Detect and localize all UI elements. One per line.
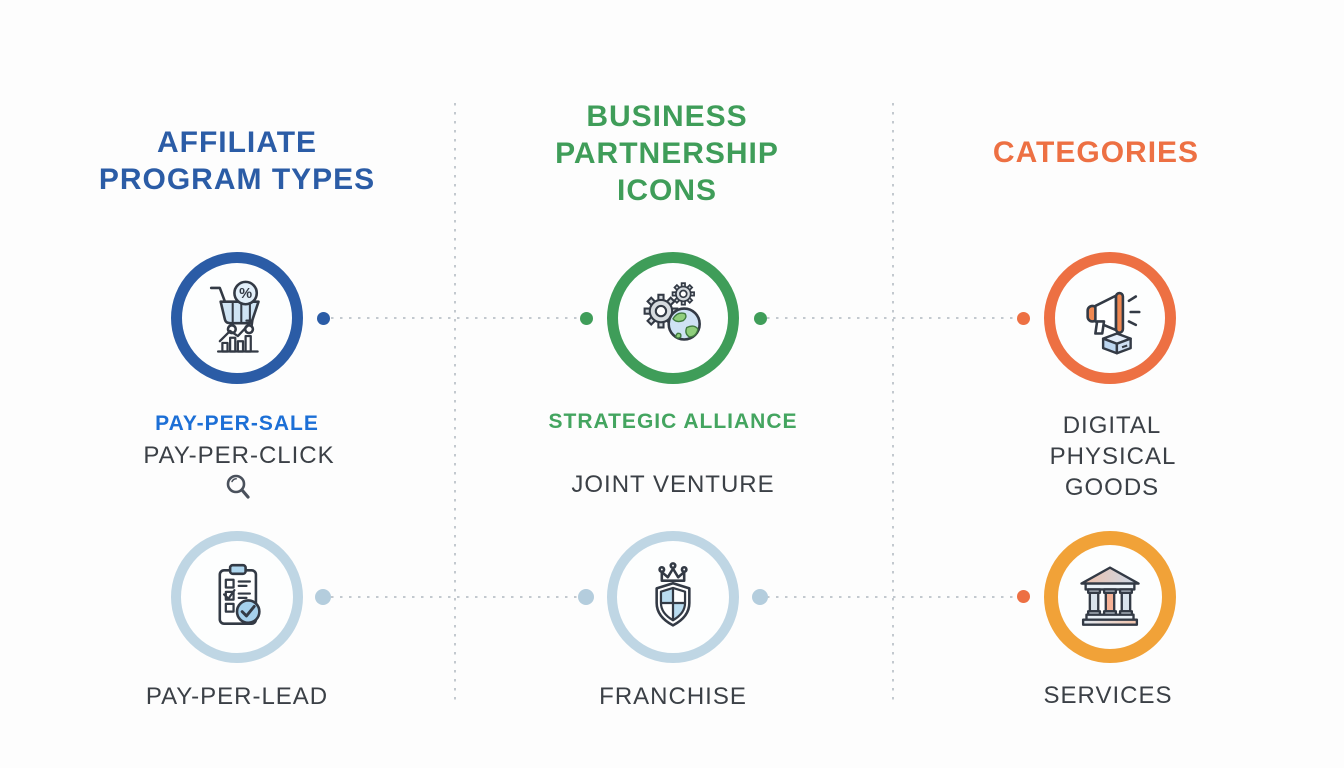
label-goods: GOODS <box>1064 474 1160 501</box>
header-business-partnership-icons: BUSINESS PARTNERSHIP ICONS <box>555 98 779 209</box>
header-line: ICONS <box>616 174 717 207</box>
label-strategic-alliance: STRATEGIC ALLIANCE <box>548 410 798 433</box>
icon-circle-franchise <box>607 531 739 663</box>
label-franchise: FRANCHISE <box>599 683 747 710</box>
connector-line <box>767 596 1017 598</box>
shopping-cart-percent-chart-icon: % <box>209 280 260 353</box>
bank-building-icon <box>1080 566 1140 626</box>
megaphone-box-icon <box>1086 291 1141 355</box>
header-line: PARTNERSHIP <box>555 137 779 170</box>
column-separator-line <box>454 103 456 703</box>
label-pay-per-click: PAY-PER-CLICK <box>143 442 335 469</box>
header-categories: CATEGORIES <box>993 134 1199 171</box>
connector-dot <box>317 312 330 325</box>
label-pay-per-sale: PAY-PER-SALE <box>155 412 319 435</box>
header-line: PROGRAM TYPES <box>98 163 376 196</box>
clipboard-checklist-icon <box>218 563 261 625</box>
magnifier-icon <box>223 472 253 502</box>
label-pay-per-lead: PAY-PER-LEAD <box>145 683 329 710</box>
header-line: BUSINESS <box>586 100 748 133</box>
svg-text:%: % <box>239 286 252 302</box>
connector-dot <box>1017 312 1030 325</box>
header-affiliate-program-types: AFFILIATE PROGRAM TYPES <box>99 124 375 198</box>
label-joint-venture: JOINT VENTURE <box>571 471 775 498</box>
connector-dot <box>315 589 331 605</box>
gears-globe-icon <box>643 282 701 341</box>
icon-circle-pay-per-sale: % <box>171 252 303 384</box>
icon-circle-pay-per-lead <box>171 531 303 663</box>
column-separator-line <box>892 103 894 703</box>
connector-dot <box>580 312 593 325</box>
icon-circle-services <box>1044 531 1176 663</box>
icon-circle-digital-goods <box>1044 252 1176 384</box>
icon-circle-strategic-alliance <box>607 252 739 384</box>
header-line: CATEGORIES <box>992 136 1200 169</box>
connector-dot <box>754 312 767 325</box>
connector-dot <box>1017 590 1030 603</box>
header-line: AFFILIATE <box>156 126 318 159</box>
label-physical: PHYSICAL <box>1049 443 1177 470</box>
label-services: SERVICES <box>1043 682 1173 709</box>
connector-line <box>767 317 1017 319</box>
connector-dot <box>752 589 768 605</box>
label-digital: DIGITAL <box>1062 412 1162 439</box>
connector-line <box>331 596 580 598</box>
connector-dot <box>578 589 594 605</box>
connector-line <box>331 317 580 319</box>
shield-crown-icon <box>655 562 691 627</box>
